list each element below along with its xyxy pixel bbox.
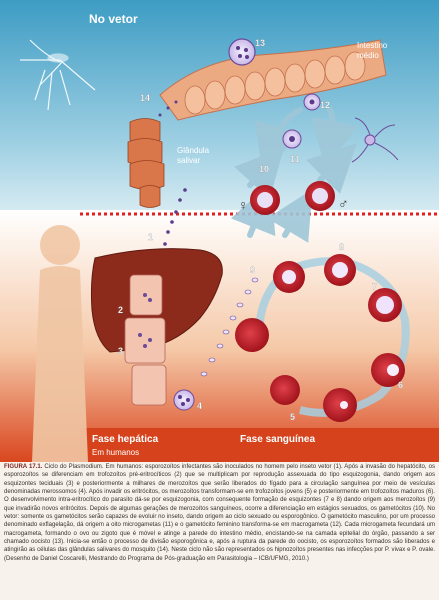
human-label: Em humanos xyxy=(92,448,139,457)
stage-number-4: 4 xyxy=(197,401,202,411)
stage-number-13: 13 xyxy=(255,38,265,48)
stage-number-9: 9 xyxy=(250,265,255,275)
stage-9-merozoites xyxy=(200,277,259,377)
stage-number-7: 7 xyxy=(372,282,377,292)
human-bottom-band xyxy=(80,428,439,462)
stage-number-11: 11 xyxy=(290,154,300,164)
human-silhouette xyxy=(32,225,88,462)
stage-4-merosome xyxy=(173,389,195,411)
female-symbol: ♀ xyxy=(238,197,249,213)
sporozoite-trail xyxy=(158,100,187,246)
stage-12-macrogamete xyxy=(303,93,321,111)
plasmodium-life-cycle-figure: No vetor Intestino médio Glândula saliva… xyxy=(0,0,439,462)
vector-background xyxy=(0,0,439,240)
stage-number-6: 6 xyxy=(398,380,403,390)
midgut-label-line2: médio xyxy=(357,51,379,60)
stage-10-gametocytes xyxy=(250,181,335,215)
figure-caption-text: Ciclo do Plasmodium. Em humanos: esporoz… xyxy=(4,464,435,562)
salivary-gland-label-line2: salivar xyxy=(177,156,200,165)
stage-number-5: 5 xyxy=(290,412,295,422)
stage-number-3: 3 xyxy=(118,346,123,356)
vector-label: No vetor xyxy=(89,12,138,26)
mosquito-midgut xyxy=(159,38,387,121)
hepatic-schizont xyxy=(138,293,152,348)
stage-number-12: 12 xyxy=(320,100,330,110)
stage-number-8: 8 xyxy=(339,242,344,252)
figure-caption: FIGURA 17.1. Ciclo do Plasmodium. Em hum… xyxy=(4,463,435,563)
salivary-gland xyxy=(127,118,165,208)
oocyst-13 xyxy=(228,38,256,66)
male-symbol: ♂ xyxy=(338,195,349,211)
stage-number-10: 10 xyxy=(259,164,269,174)
phase-blood-label: Fase sanguínea xyxy=(240,434,315,445)
phase-hepatic-label: Fase hepática xyxy=(92,434,159,445)
erythrocytes xyxy=(235,254,405,422)
mosquito-icon xyxy=(20,39,96,111)
stage-number-2: 2 xyxy=(118,305,123,315)
salivary-gland-label-line1: Glândula xyxy=(177,146,210,155)
figure-caption-label: FIGURA 17.1. xyxy=(4,464,43,470)
stage-11-microgametes xyxy=(351,117,399,163)
stage-number-1: 1 xyxy=(148,232,153,242)
hepatocyte-stack xyxy=(124,274,167,406)
stage-11-gametocyte xyxy=(282,129,302,149)
stage-number-14: 14 xyxy=(140,93,150,103)
midgut-label-line1: Intestino xyxy=(357,41,388,50)
